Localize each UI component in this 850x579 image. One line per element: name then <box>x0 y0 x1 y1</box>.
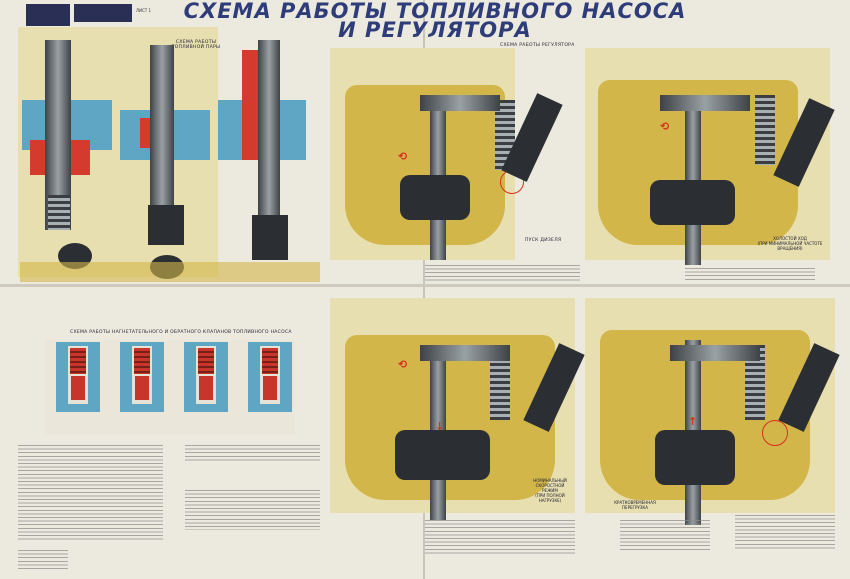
legend-middle <box>185 445 320 461</box>
title-line-1: СХЕМА РАБОТЫ ТОПЛИВНОГО НАСОСА <box>183 0 687 23</box>
fuel-pair-caption: СХЕМА РАБОТЫ ТОПЛИВНОЙ ПАРЫ <box>171 40 221 50</box>
valve-4 <box>248 342 292 412</box>
pump-section-3-barrel <box>252 215 288 260</box>
imprint-text <box>18 550 68 570</box>
governor-start-lever <box>420 95 500 111</box>
pump-section-2-barrel <box>148 205 184 245</box>
governor-overload-spring <box>745 345 765 420</box>
overload-label: КРАТКОВРЕМЕННАЯ ПЕРЕГРУЗКА <box>614 500 656 510</box>
poster-title: СХЕМА РАБОТЫ ТОПЛИВНОГО НАСОСА И РЕГУЛЯТ… <box>145 0 725 42</box>
sheet-number: ЛИСТ 1 <box>136 8 152 13</box>
valves-caption: СХЕМА РАБОТЫ НАГНЕТАТЕЛЬНОГО И ОБРАТНОГО… <box>70 330 292 335</box>
pump-section-3-plunger <box>258 40 280 240</box>
flow-arrow-1: ⟲ <box>398 150 408 163</box>
valve-1 <box>56 342 100 412</box>
flow-arrow-3: ⟲ <box>398 358 408 371</box>
governor-idle-spring <box>755 95 775 165</box>
pump-section-1-spring <box>48 195 70 230</box>
flow-arrow-5: ↑ <box>688 415 698 428</box>
nominal-description <box>425 520 575 555</box>
governor-overload-weights <box>655 430 735 485</box>
description-text <box>185 490 320 530</box>
title-line-2: И РЕГУЛЯТОРА <box>338 18 532 42</box>
idle-description <box>685 268 815 280</box>
overload-description <box>620 520 710 550</box>
flow-arrow-2: ⟲ <box>660 120 670 133</box>
fold-line-horizontal <box>0 284 850 287</box>
governor-start-weights <box>400 175 470 220</box>
publisher-logo <box>26 4 70 26</box>
valve-2 <box>120 342 164 412</box>
flow-arrow-4: ↓ <box>435 420 445 433</box>
pump-section-2-plunger <box>150 45 174 225</box>
fold-line-vertical <box>423 0 425 579</box>
pump-section-3-pressure <box>242 50 262 160</box>
nominal-label: НОМИНАЛЬНЫЙ СКОРОСТНОЙ РЕЖИМ (при полной… <box>533 478 567 503</box>
overload-description-2 <box>735 515 835 550</box>
governor-nominal-lever <box>420 345 510 361</box>
start-label: ПУСК ДИЗЕЛЯ <box>525 238 562 243</box>
series-badge <box>74 4 132 22</box>
governor-idle-weights <box>650 180 735 225</box>
valve-3 <box>184 342 228 412</box>
governor-nominal-spring <box>490 345 510 420</box>
governor-overload-highlight <box>762 420 788 446</box>
governor-overload-lever <box>670 345 760 361</box>
governor-idle-lever <box>660 95 750 111</box>
pump-base <box>20 262 320 282</box>
governor-nominal-weights <box>395 430 490 480</box>
start-description <box>425 265 580 281</box>
governor-caption: СХЕМА РАБОТЫ РЕГУЛЯТОРА <box>500 43 575 48</box>
legend-left <box>18 445 163 540</box>
idle-label: ХОЛОСТОЙ ХОД (при минимальной частоте вр… <box>757 236 823 251</box>
